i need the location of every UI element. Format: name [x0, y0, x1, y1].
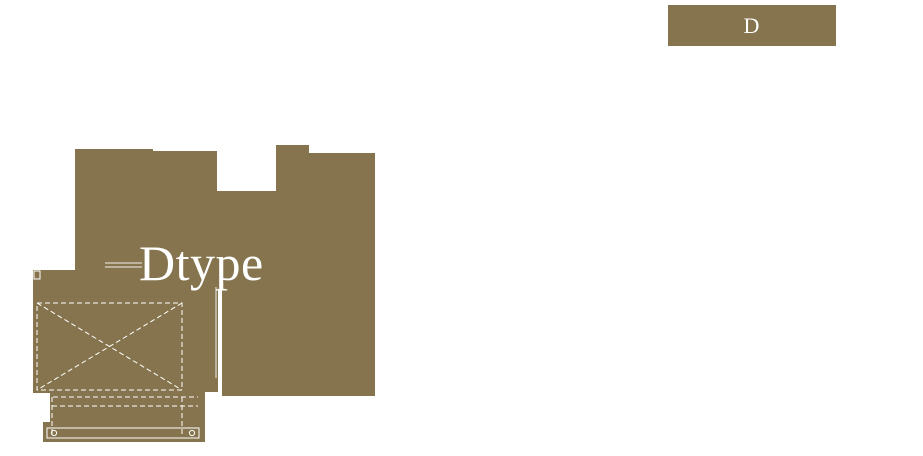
floorplan-window-side	[215, 287, 221, 378]
floorplan-balcony-rail	[46, 427, 200, 439]
type-d-button[interactable]: D	[668, 5, 836, 46]
floorplan-dashed-void	[36, 302, 198, 437]
floorplan-main-block	[75, 145, 375, 396]
plan-title: Dtype	[139, 235, 264, 291]
floorplan-window-top	[105, 262, 142, 268]
type-d-button-label: D	[743, 12, 761, 38]
floorplan-door-marker	[33, 270, 41, 280]
floorplan-lower-room	[33, 270, 218, 442]
